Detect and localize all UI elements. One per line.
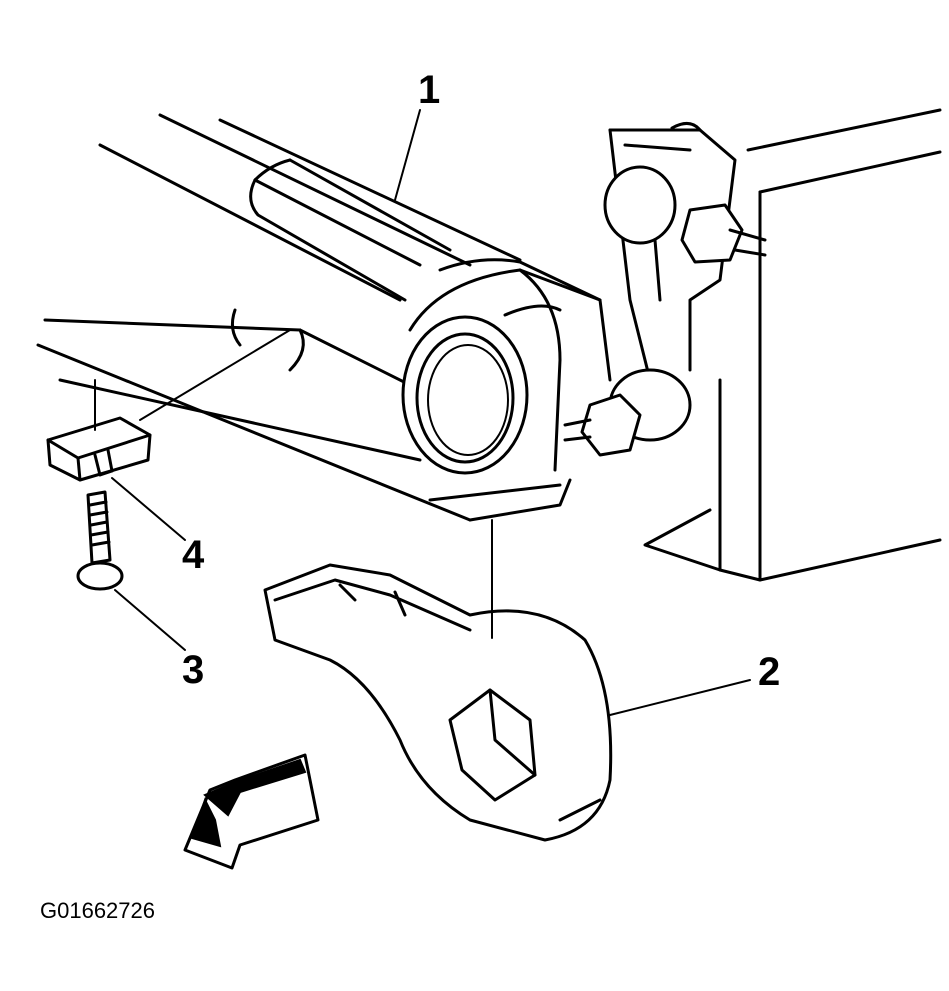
callout-leaders xyxy=(111,109,751,716)
control-arm-bushing xyxy=(401,268,612,475)
figure-id: G01662726 xyxy=(40,898,155,923)
lower-control-arm xyxy=(36,113,572,522)
adjuster-retainer xyxy=(46,329,291,482)
vehicle-frame xyxy=(643,108,942,582)
front-direction-arrow-icon xyxy=(183,753,320,870)
torsion-bar-key xyxy=(263,519,613,842)
torsion-bar xyxy=(249,158,602,302)
callout-1: 1 xyxy=(418,68,441,112)
callout-2: 2 xyxy=(758,650,781,694)
mounting-bracket xyxy=(563,122,767,457)
callout-4: 4 xyxy=(182,533,205,577)
adjuster-bolt xyxy=(76,490,124,591)
callout-3: 3 xyxy=(182,648,205,692)
